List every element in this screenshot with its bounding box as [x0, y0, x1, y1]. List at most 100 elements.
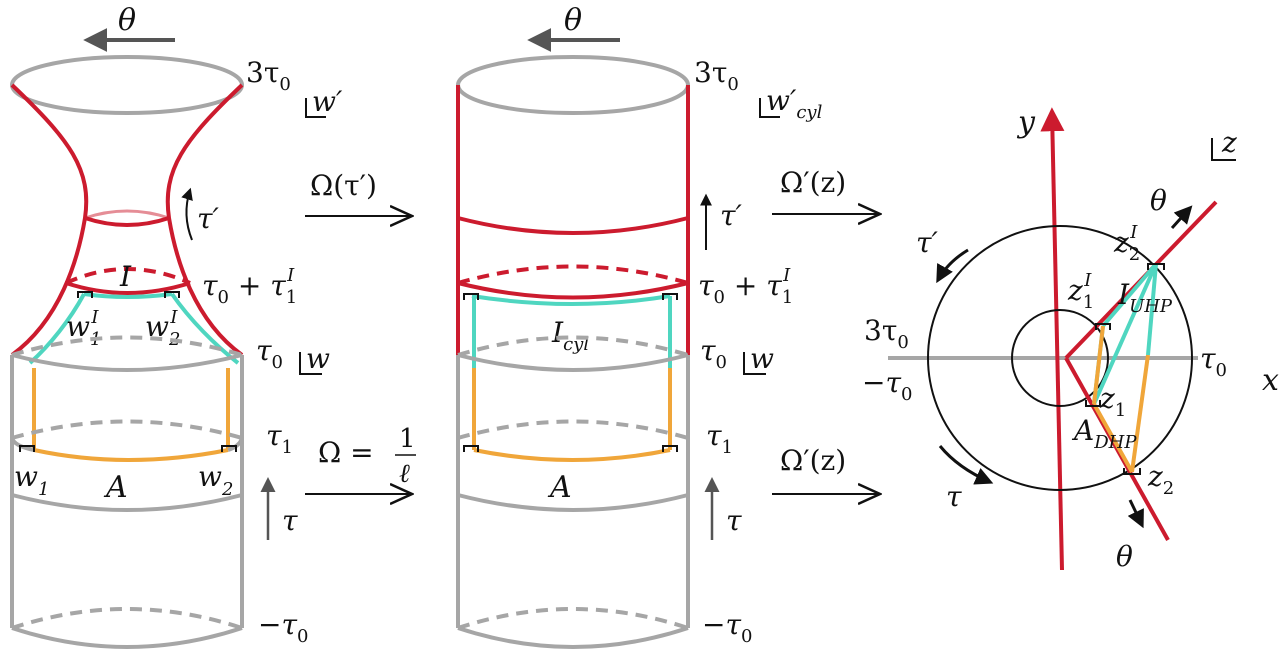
- tau-right-label: τ: [946, 480, 962, 513]
- interval-level-front: [65, 281, 191, 295]
- left-bracket-A-mid: [463, 445, 479, 452]
- tau1-level-front-left: [10, 437, 35, 452]
- tau0-level-front: [11, 353, 243, 372]
- theta-top-label: θ: [1150, 184, 1167, 217]
- interval-level-back-mid: [457, 264, 689, 285]
- y-axis: [1040, 107, 1065, 571]
- w2-bracket: [221, 445, 237, 452]
- tau0-right-label: τ0: [1200, 342, 1227, 381]
- interval-A-label-mid: A: [547, 470, 572, 505]
- lower-level-front: [11, 493, 243, 512]
- tau-prime-circle-arrow: [936, 248, 969, 284]
- top-rim: [10, 55, 244, 115]
- bottom-rim-back-mid: [457, 607, 689, 630]
- top-coord-corner-mid: [759, 98, 780, 118]
- tau-label: τ: [282, 504, 298, 537]
- outer-circle: [927, 225, 1193, 491]
- tau1-level-back: [11, 419, 243, 440]
- orange-chord-c: [1130, 354, 1150, 473]
- tau0-level-back: [11, 335, 243, 357]
- theta-bottom-label: θ: [1116, 540, 1133, 573]
- orange-chord-b: [1092, 403, 1134, 473]
- map-right-bottom: Ω′(z): [772, 444, 880, 494]
- right-panel: y x z θ θ τ′ τ z2I z1I IUHP 3τ0 −τ0 τ0 z…: [862, 105, 1279, 573]
- z2-label: z2: [1147, 460, 1174, 499]
- interval-I-label: I: [119, 260, 132, 293]
- z1I-label: z1I: [1067, 270, 1094, 313]
- interval-Icyl-label: Icyl: [551, 316, 589, 355]
- tau-circle-arrow: [938, 445, 994, 485]
- map-top: Ω(τ′): [305, 169, 412, 216]
- z1-label: z1: [1099, 382, 1126, 421]
- w1-bracket: [19, 445, 35, 452]
- map-bottom-numerator: 1: [399, 424, 416, 454]
- map-bottom: Ω = 1 ℓ: [305, 424, 416, 494]
- left-panel: θ τ′ I w1I w2I: [10, 3, 343, 649]
- mid-coord-label-mid: w: [750, 342, 774, 375]
- z1I-bracket: [1095, 323, 1111, 330]
- right-bracket-mid: [662, 293, 678, 300]
- bottom-time-label: −τ0: [258, 608, 308, 647]
- interval-level-front-mid: [457, 281, 689, 300]
- map-bottom-lhs: Ω =: [318, 436, 374, 469]
- tau0-level-back-mid: [457, 335, 689, 357]
- bottom-time-label-mid: −τ0: [702, 608, 752, 647]
- theta-label-mid: θ: [564, 3, 582, 38]
- tau-prime-label-mid: τ′: [720, 199, 742, 232]
- mid-coord-corner-mid: [743, 352, 766, 375]
- level-tau0-tau1I-label: τ0 + τ1I: [202, 265, 297, 308]
- bottom-rim-back: [11, 607, 243, 630]
- z-coord-label: z: [1221, 126, 1237, 159]
- interval-level-back: [65, 267, 191, 285]
- minus-tau0-label: −τ0: [862, 366, 912, 405]
- interval-A-arc: [33, 448, 229, 462]
- top-coord-label-mid: w′cyl: [766, 84, 823, 123]
- map-right-top: Ω′(z): [772, 166, 880, 214]
- w2-label: w2: [198, 460, 233, 500]
- mid-time-label: τ0: [256, 334, 283, 373]
- theta-label: θ: [118, 3, 136, 38]
- right-bracket-A-mid: [662, 445, 678, 452]
- theta-arrow-top: [1170, 205, 1193, 230]
- three-tau0-label: 3τ0: [864, 314, 909, 353]
- top-coord-label: w′: [312, 85, 343, 118]
- mid-coord-corner: [299, 352, 322, 375]
- z1-bracket: [1085, 400, 1101, 407]
- map-right-bottom-label: Ω′(z): [780, 444, 846, 477]
- map-top-label: Ω(τ′): [310, 169, 377, 202]
- left-bracket-mid: [463, 293, 479, 300]
- teal-left-curve: [28, 293, 86, 365]
- orange-chord-d: [1146, 263, 1158, 356]
- middle-panel: θ τ′ Icyl A τ 3τ: [456, 3, 823, 649]
- z-coord-corner: [1211, 138, 1236, 161]
- red-mid-ring: [457, 216, 689, 235]
- level-tau1-label: τ1: [266, 419, 293, 458]
- teal-chord-b: [1092, 263, 1158, 405]
- theta-arrow-bottom: [1127, 499, 1144, 529]
- z2I-label: z2I: [1113, 222, 1140, 265]
- map-bottom-denominator: ℓ: [399, 459, 410, 489]
- top-time-label: 3τ0: [246, 56, 291, 95]
- level-tau0-tau1I-label-mid: τ0 + τ1I: [698, 265, 793, 308]
- tau-prime-arrow: [181, 187, 193, 241]
- orange-chord-a: [1092, 325, 1105, 405]
- inner-circle: [1011, 309, 1109, 407]
- bottom-rim-front: [11, 626, 243, 649]
- throat-front: [84, 216, 170, 227]
- w2I-label: w2I: [145, 307, 180, 350]
- tau1-level-front-right: [227, 437, 244, 452]
- interval-A-label: A: [103, 470, 128, 505]
- map-right-top-label: Ω′(z): [780, 166, 846, 199]
- I-UHP-label: IUHP: [1117, 278, 1173, 317]
- tau-label-mid: τ: [726, 504, 742, 537]
- teal-interval-mid: [471, 294, 671, 306]
- axis-x-label: x: [1262, 363, 1279, 398]
- w1I-bracket: [77, 291, 93, 298]
- mid-coord-label: w: [306, 342, 330, 375]
- tau-prime-label: τ′: [197, 202, 219, 235]
- teal-chord-a: [1101, 262, 1158, 328]
- tau1-level-back-mid: [457, 419, 689, 440]
- level-tau1-label-mid: τ1: [706, 419, 733, 458]
- axis-y-label: y: [1016, 105, 1036, 140]
